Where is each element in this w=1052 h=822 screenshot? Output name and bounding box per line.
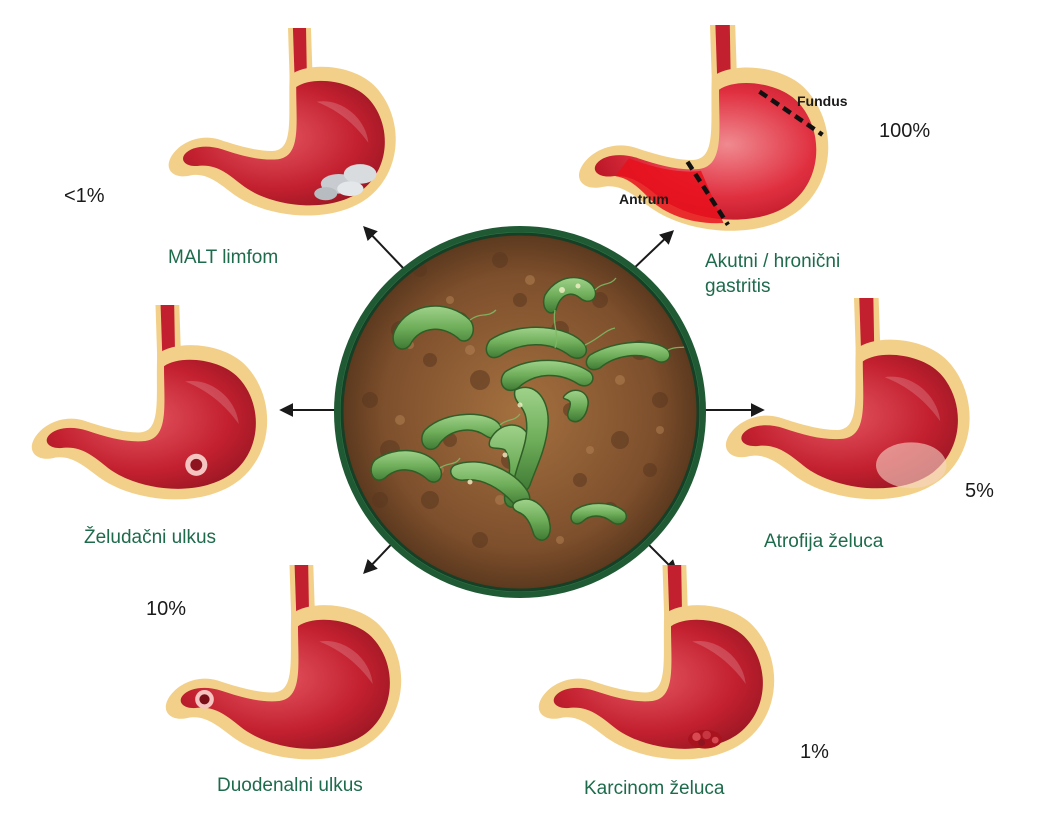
stomach-carcinoma [538,565,775,760]
gastric-ulcer-label: Želudačni ulkus [84,527,217,548]
duodenal-crater-icon [195,689,214,709]
tissue-texture [362,252,691,548]
stomach-atrophy [725,298,970,500]
gastritis-percent: 100% [879,120,931,142]
stomach-gastritis [578,25,829,231]
pale-atrophic-patch-icon [876,442,947,489]
h-pylori-bacteria-icon [334,226,706,598]
gastritis-label-line2: gastritis [705,276,771,297]
malt-lymphoma-label: MALT limfom [168,247,279,268]
antrum-label: Antrum [619,191,669,207]
stomach-duodenal-ulcer [165,565,402,760]
gray-tumor-nodules-icon [314,164,377,201]
malt-lymphoma-percent: <1% [64,185,105,207]
carcinoma-percent: 1% [800,741,829,763]
gastritis-label-line1: Akutni / hronični [705,251,841,272]
antrum-boundary [685,160,730,227]
tumor-growth-icon [688,729,722,749]
arrow-to-gastritis [629,230,675,273]
atrophy-label: Atrofija želuca [764,531,884,552]
duodenal-ulcer-percent: 10% [146,598,187,620]
atrophy-percent: 5% [965,480,994,502]
carcinoma-label: Karcinom želuca [584,778,725,799]
stomach-gastric-ulcer [31,305,268,500]
fundus-label: Fundus [797,93,848,109]
ulcer-crater-icon [185,453,208,476]
stomach-malt [168,28,396,216]
arrow-to-malt [363,225,406,271]
duodenal-ulcer-label: Duodenalni ulkus [217,775,363,796]
fundus-boundary [758,89,824,137]
